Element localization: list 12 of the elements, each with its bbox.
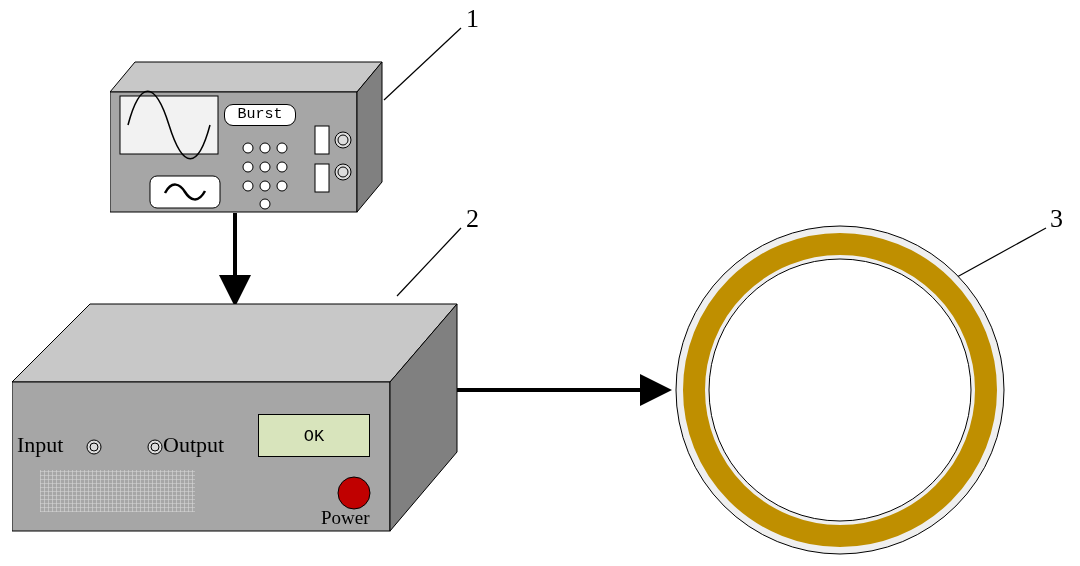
leader-line	[396, 227, 462, 297]
callout-number: 1	[466, 4, 479, 34]
leader-line	[956, 227, 1047, 278]
callout-number: 3	[1050, 204, 1063, 234]
input-label: Input	[17, 432, 64, 458]
power-label: Power	[321, 507, 370, 529]
lcd-display: OK	[258, 414, 370, 457]
burst-button: Burst	[224, 104, 296, 126]
leader-line	[383, 27, 462, 101]
output-label: Output	[163, 432, 225, 458]
callout-number: 2	[466, 204, 479, 234]
arrow	[457, 374, 672, 406]
